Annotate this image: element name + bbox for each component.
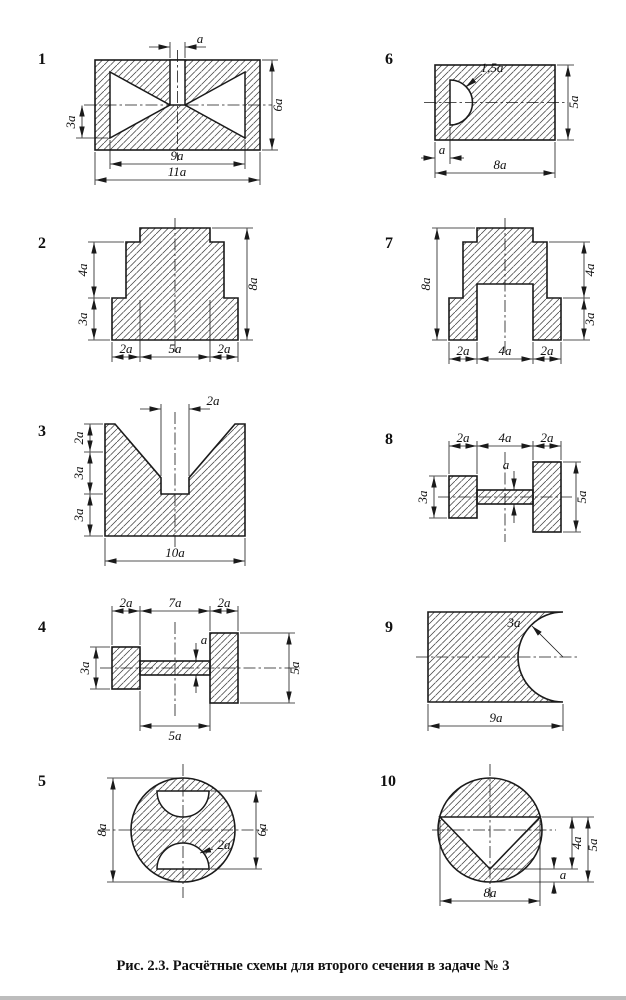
dim-label: a [503,457,510,472]
figure-6-number: 6 [385,51,393,68]
figure-7-shape [448,218,562,352]
dim-label: 4a [75,263,90,277]
dim-label: 4a [499,430,513,445]
dim-label: 9a [171,148,185,163]
dim-label: 2a [218,837,232,852]
figure-caption: Рис. 2.3. Расчётные схемы для второго се… [116,958,510,974]
dim-label: 4a [569,836,584,850]
dim-label: a [560,867,567,882]
dim-label: 3a [582,312,597,327]
dim-label: 2a [457,343,471,358]
dim-label: a [201,632,208,647]
figure-7: 7 8a 4a 3a 2a 4a 2a [385,218,597,364]
figure-4-shape [100,622,300,716]
dim-label: 8a [494,157,508,172]
figure-6-dimensions: 1,5a 5a a 8a [421,60,581,178]
figure-10-number: 10 [380,773,396,790]
figure-6: 6 1,5a 5a a 8a [385,51,581,178]
dim-label: a [439,142,446,157]
dim-label: 2a [120,341,134,356]
figure-5-dimensions: 8a 6a 2a [94,777,269,883]
figure-4-number: 4 [38,619,46,636]
figure-sheet: 1 a 3a 6a 9a 11a [38,31,600,906]
dim-label: 8a [484,885,498,900]
dim-label: 6a [254,823,269,837]
figure-9-dimensions: 3a 9a [427,615,564,731]
figure-5-number: 5 [38,773,46,790]
dim-label: 2a [541,430,555,445]
figure-2-dimensions: 4a 3a 8a 2a 5a 2a [75,227,260,362]
figure-3-shape [104,412,246,548]
dim-label: 5a [169,728,183,743]
dim-label: 5a [574,490,589,504]
figure-1: 1 a 3a 6a 9a 11a [38,31,285,185]
dim-label: 8a [94,823,109,837]
dim-label: 2a [207,393,221,408]
dim-label: 3a [71,508,86,523]
dim-label: 9a [490,710,504,725]
dim-label: 6a [270,98,285,112]
dim-label: 8a [418,277,433,291]
dim-label: 3a [63,115,78,130]
section-body [104,423,246,537]
dim-label: 4a [582,263,597,277]
dim-label: 2a [218,595,232,610]
figure-1-dimensions: a 3a 6a 9a 11a [63,31,285,185]
figure-10-shape [432,764,556,898]
dim-label: 3a [77,661,92,676]
dim-label: 3a [75,312,90,327]
dim-label: 5a [169,341,183,356]
dim-label: 2a [71,431,86,445]
figure-5: 5 8a 6a 2a [38,764,269,898]
dim-label: 5a [566,95,581,109]
figure-2-shape [111,218,239,352]
dim-label: 3a [507,615,522,630]
figure-2-number: 2 [38,235,46,252]
dim-label: 10a [165,545,185,560]
dim-label: 1,5a [481,60,504,75]
figure-8-shape [438,452,572,542]
page-bottom-edge [0,996,626,1000]
figure-1-shape [84,50,272,161]
figure-9: 9 3a 9a [385,611,578,731]
section-body [427,611,564,703]
dim-label: 2a [541,343,555,358]
figure-10: 10 a 4a 5a 8a [380,764,600,906]
dim-label: 8a [245,277,260,291]
figure-8: 8 2a 4a 2a a 3a 5a [385,430,589,542]
figure-5-shape [98,764,268,898]
figure-8-dimensions: 2a 4a 2a a 3a 5a [415,430,589,533]
figure-6-shape [424,64,568,141]
dim-label: 5a [287,661,302,675]
figure-3-number: 3 [38,423,46,440]
dim-label: 3a [71,466,86,481]
figure-9-shape [416,611,578,703]
dim-label: 4a [499,343,513,358]
dim-label: 2a [457,430,471,445]
figure-2: 2 4a 3a 8a 2a 5a 2a [38,218,260,362]
figure-9-number: 9 [385,619,393,636]
dim-label: 11a [168,164,187,179]
figure-7-dimensions: 8a 4a 3a 2a 4a 2a [418,227,597,364]
dim-label: a [197,31,204,46]
dim-label: 2a [120,595,134,610]
figure-4-dimensions: 2a 7a 2a a 3a 5a 5a [77,595,302,743]
figure-8-number: 8 [385,431,393,448]
top-semicircle-cutout [156,790,210,818]
figure-3-dimensions: 2a 2a 3a 3a 10a [71,393,246,566]
figure-1-number: 1 [38,51,46,68]
figure-3: 3 2a 2a 3a 3a 10a [38,393,246,566]
dim-label: 2a [218,341,232,356]
dim-label: 3a [415,490,430,505]
figure-10-dimensions: a 4a 5a 8a [439,816,600,906]
dim-label: 5a [585,838,600,852]
figure-4: 4 2a 7a 2a a 3a 5a [38,595,302,743]
figure-7-number: 7 [385,235,393,252]
dim-label: 7a [169,595,183,610]
